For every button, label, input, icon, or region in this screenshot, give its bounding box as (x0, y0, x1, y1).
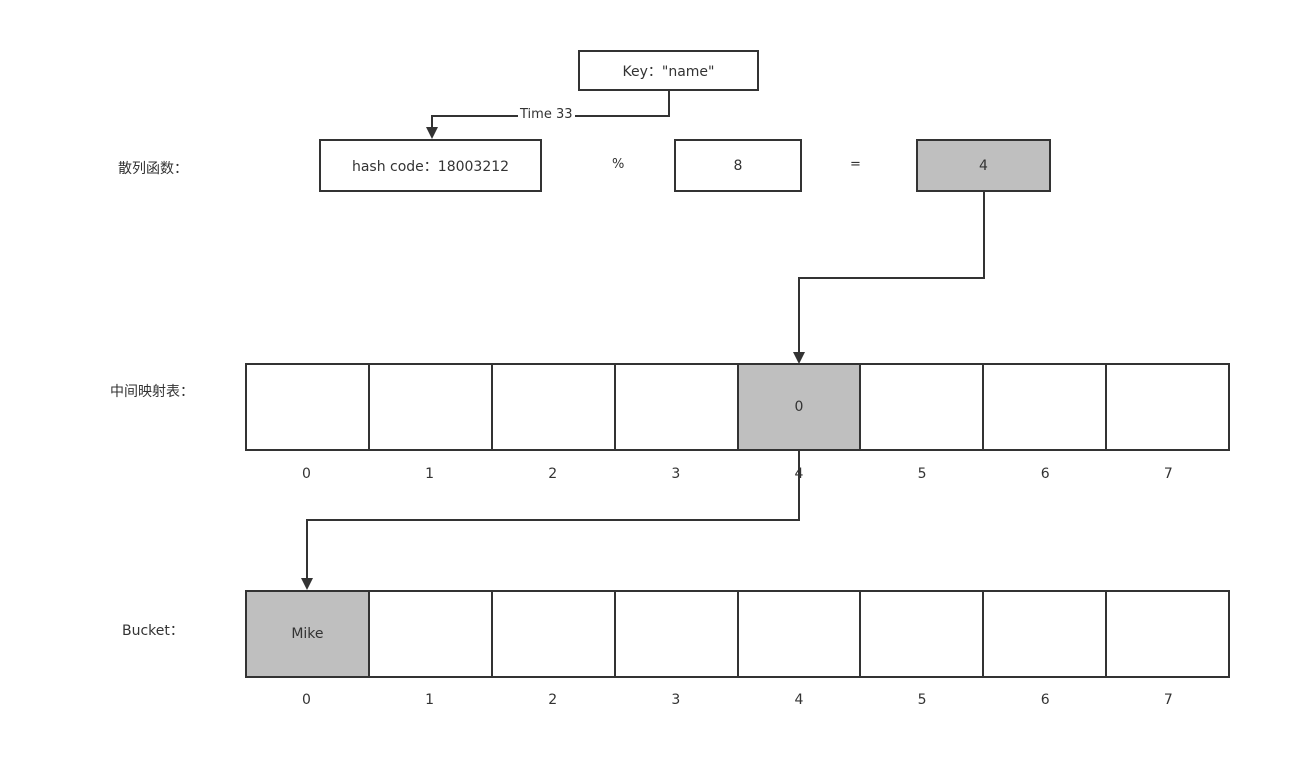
hash-function-label: 散列函数： (118, 161, 188, 177)
bucket-index: 2 (548, 692, 558, 708)
bucket-cell-4 (738, 592, 862, 676)
bucket-cell-6 (984, 592, 1108, 676)
bucket-index: 4 (794, 692, 804, 708)
bucket-index: 7 (1163, 692, 1173, 708)
modulus-text: 8 (733, 157, 743, 174)
bucket-index: 1 (425, 692, 435, 708)
mapping-index: 2 (548, 466, 558, 482)
time33-edge-label: Time 33 (518, 107, 575, 122)
bucket-cell-7 (1107, 592, 1228, 676)
bucket-cell-5 (861, 592, 985, 676)
bucket-table: Mike (245, 590, 1230, 678)
mapping-index: 6 (1040, 466, 1050, 482)
bucket-index: 6 (1040, 692, 1050, 708)
mapping-cell-6 (984, 365, 1108, 449)
bucket-index: 0 (302, 692, 311, 708)
mapping-index: 1 (425, 466, 435, 482)
result-box: 4 (916, 139, 1051, 192)
mapping-cell-1 (369, 365, 493, 449)
mapping-cell-0 (247, 365, 370, 449)
mapping-index: 4 (794, 466, 804, 482)
modulus-box: 8 (674, 139, 802, 192)
bucket-cell-0: Mike (247, 592, 370, 676)
mapping-index: 5 (917, 466, 927, 482)
mapping-table-label: 中间映射表： (110, 384, 194, 400)
mapping-cell-3 (615, 365, 739, 449)
bucket-cell-1 (369, 592, 493, 676)
mapping-index: 3 (671, 466, 681, 482)
edge-result-to-mapping (793, 192, 985, 364)
equals-operator: = (850, 157, 861, 172)
mapping-index: 0 (302, 466, 311, 482)
mapping-cell-4: 0 (738, 365, 862, 449)
mapping-table: 0 (245, 363, 1230, 451)
result-text: 4 (979, 157, 988, 174)
mapping-cell-7 (1107, 365, 1228, 449)
mapping-index: 7 (1163, 466, 1173, 482)
bucket-index: 3 (671, 692, 681, 708)
mapping-cell-value: 0 (794, 399, 804, 415)
modulo-operator: % (612, 157, 625, 172)
bucket-cell-value: Mike (291, 626, 324, 642)
edge-mapping-to-bucket (301, 450, 800, 590)
bucket-cell-3 (615, 592, 739, 676)
hash-code-text: hash code：18003212 (351, 158, 510, 175)
key-box: Key："name" (578, 50, 759, 91)
hash-code-box: hash code：18003212 (319, 139, 542, 192)
bucket-cell-2 (492, 592, 616, 676)
bucket-index: 5 (917, 692, 927, 708)
key-box-text: Key："name" (622, 63, 715, 80)
bucket-label: Bucket： (122, 623, 184, 639)
mapping-cell-5 (861, 365, 985, 449)
mapping-cell-2 (492, 365, 616, 449)
